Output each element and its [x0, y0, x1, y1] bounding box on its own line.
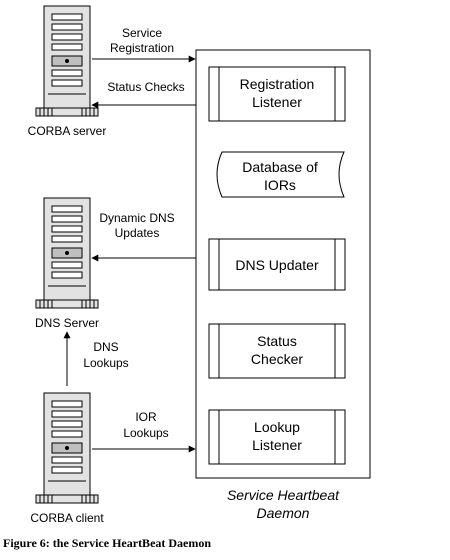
dns-updater-label: DNS Updater: [235, 257, 319, 273]
corba-server-icon: [35, 5, 99, 117]
dns-lookups-line2: Lookups: [83, 356, 128, 370]
dns-lookups-line1: DNS: [93, 340, 118, 354]
dynamic-dns-updates-line2: Updates: [115, 226, 160, 240]
service-registration-line1: Service: [122, 26, 162, 40]
status-checker-line2: Checker: [251, 351, 303, 367]
status-checker-line1: Status: [257, 333, 297, 349]
database-line1: Database of: [242, 159, 318, 175]
figure-caption: Figure 6: the Service HeartBeat Daemon: [3, 536, 211, 550]
ior-lookups-line1: IOR: [135, 410, 157, 424]
dns-server-icon: [35, 197, 99, 309]
dynamic-dns-updates-line1: Dynamic DNS: [99, 211, 174, 225]
registration-listener-line2: Listener: [252, 94, 302, 110]
corba-client-label: CORBA client: [30, 511, 104, 525]
dns-updater-module: DNS Updater: [208, 238, 346, 291]
dns-server-label: DNS Server: [35, 316, 99, 330]
daemon-title-line1: Service Heartbeat: [227, 487, 340, 503]
registration-listener-module: Registration Listener: [208, 66, 346, 122]
service-registration-line2: Registration: [110, 41, 174, 55]
status-checks-label: Status Checks: [107, 80, 184, 94]
corba-client-icon: [35, 392, 99, 504]
status-checker-module: Status Checker: [208, 323, 346, 379]
daemon-title-line2: Daemon: [257, 505, 310, 521]
ior-lookups-line2: Lookups: [123, 426, 168, 440]
database-line2: IORs: [264, 177, 296, 193]
lookup-listener-module: Lookup Listener: [208, 409, 346, 465]
lookup-listener-line1: Lookup: [254, 419, 300, 435]
registration-listener-line1: Registration: [240, 76, 315, 92]
database-of-iors-module: Database of IORs: [216, 151, 345, 198]
lookup-listener-line2: Listener: [252, 437, 302, 453]
corba-server-label: CORBA server: [28, 124, 107, 138]
